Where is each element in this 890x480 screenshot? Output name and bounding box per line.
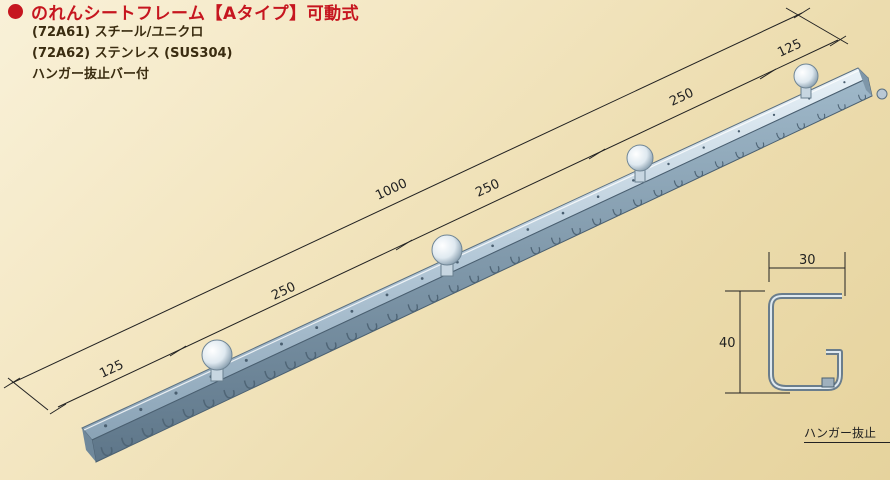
section-width-label: 30 [799, 253, 816, 268]
rail-hole [280, 342, 283, 346]
hanger-hook [591, 218, 602, 226]
rail-top-face [81, 67, 869, 441]
dim-span-2: 250 [473, 177, 502, 201]
hanger-hook [100, 446, 113, 457]
hanger-hook [755, 142, 765, 149]
hanger-hook [776, 132, 785, 140]
section-height-label: 40 [719, 336, 736, 351]
dim-end-right: 125 [775, 37, 804, 61]
clamp-knob [201, 339, 233, 382]
hanger-hook [243, 380, 256, 390]
hanger-hook [120, 437, 133, 447]
hanger-hook [632, 199, 643, 207]
hanger-hook [530, 246, 541, 255]
hanger-hook [325, 342, 337, 351]
hanger-hook [366, 323, 378, 332]
rail [81, 67, 888, 463]
dimension-labels: 125 250 1000 250 250 125 [97, 37, 804, 382]
rail-hole [174, 391, 178, 395]
total-dimension-line [11, 12, 803, 384]
header: のれんシートフレーム【Aタイプ】可動式 (72A61) スチール/ユニクロ (7… [8, 0, 359, 85]
clamp-knob [793, 63, 819, 99]
extension-line-right [785, 7, 849, 45]
right-end-hook-icon [876, 88, 888, 100]
hanger-hook [796, 123, 805, 130]
rail-hole [526, 228, 530, 231]
title-row: のれんシートフレーム【Aタイプ】可動式 [8, 0, 360, 24]
hanger-hook [448, 285, 459, 293]
hanger-hook [817, 113, 826, 120]
hanger-hook [837, 104, 846, 111]
rail-hole [702, 146, 705, 149]
hanger-hook [735, 151, 744, 159]
rail-hole [385, 293, 389, 297]
hanger-hook [550, 237, 561, 245]
hanger-hook [468, 275, 480, 284]
rail-hole [772, 113, 776, 117]
rail-hole [104, 424, 108, 428]
section-stopper-bar [821, 377, 835, 388]
hanger-hook [428, 294, 439, 303]
dim-span-1: 250 [269, 280, 298, 304]
hanger-hook [387, 313, 398, 322]
cross-section: 30 40 [719, 252, 846, 394]
hanger-hook [141, 427, 154, 438]
hanger-hook [714, 161, 724, 168]
hanger-hooks [100, 94, 867, 457]
extension-line-left [7, 377, 49, 411]
spec-stainless: (72A62) ステンレス (SUS304) [32, 46, 233, 61]
dim-span-3: 250 [667, 86, 696, 110]
rail-hole [667, 162, 670, 166]
hanger-hook [161, 418, 174, 428]
rail-hole [737, 130, 741, 133]
rail-hole [843, 81, 846, 84]
rail-hole [420, 277, 424, 280]
hanger-hook [489, 266, 500, 274]
rail-right-end [858, 68, 872, 96]
hanger-hook [858, 94, 867, 101]
hanger-hook [264, 370, 276, 380]
dimension-lines [3, 7, 849, 415]
rail-hole [561, 211, 565, 215]
segment-dimension-line [57, 39, 839, 408]
rail-hole [491, 244, 494, 248]
rail-front-face [91, 77, 873, 463]
rail-hole [244, 358, 248, 362]
hanger-hook [694, 170, 704, 178]
hanger-hook [223, 389, 235, 399]
hanger-hook [673, 180, 683, 188]
hanger-hook [182, 408, 195, 418]
hanger-hook [346, 332, 357, 341]
section-profile-inner [770, 295, 842, 389]
spec-hanger-bar: ハンガー抜止バー付 [32, 67, 150, 82]
hanger-stopper-caption: ハンガー抜止 [804, 424, 890, 443]
hanger-hook [571, 227, 581, 236]
hanger-hook [612, 208, 622, 217]
rail-highlight [83, 69, 861, 431]
red-bullet-icon [8, 3, 23, 19]
spec-steel: (72A61) スチール/ユニクロ [32, 25, 204, 40]
hanger-hook [653, 189, 663, 197]
rail-left-end [82, 428, 96, 462]
rail-hole [350, 309, 354, 313]
clamp-knobs [201, 63, 819, 382]
hanger-hook [407, 304, 419, 313]
rail-hole [139, 407, 143, 412]
rail-hole [632, 179, 635, 182]
clamp-knob [626, 144, 654, 183]
section-profile-outer [768, 293, 843, 391]
hanger-hook [202, 399, 215, 409]
rail-hole [315, 326, 319, 330]
dim-end-left: 125 [97, 358, 126, 382]
product-title: のれんシートフレーム【Aタイプ】可動式 [31, 3, 360, 24]
hanger-hook [305, 351, 317, 361]
rail-holes [104, 81, 846, 428]
rail-hole [596, 195, 600, 198]
clamp-knob [431, 234, 463, 277]
hanger-hook [509, 256, 520, 265]
hanger-hook [284, 361, 296, 370]
